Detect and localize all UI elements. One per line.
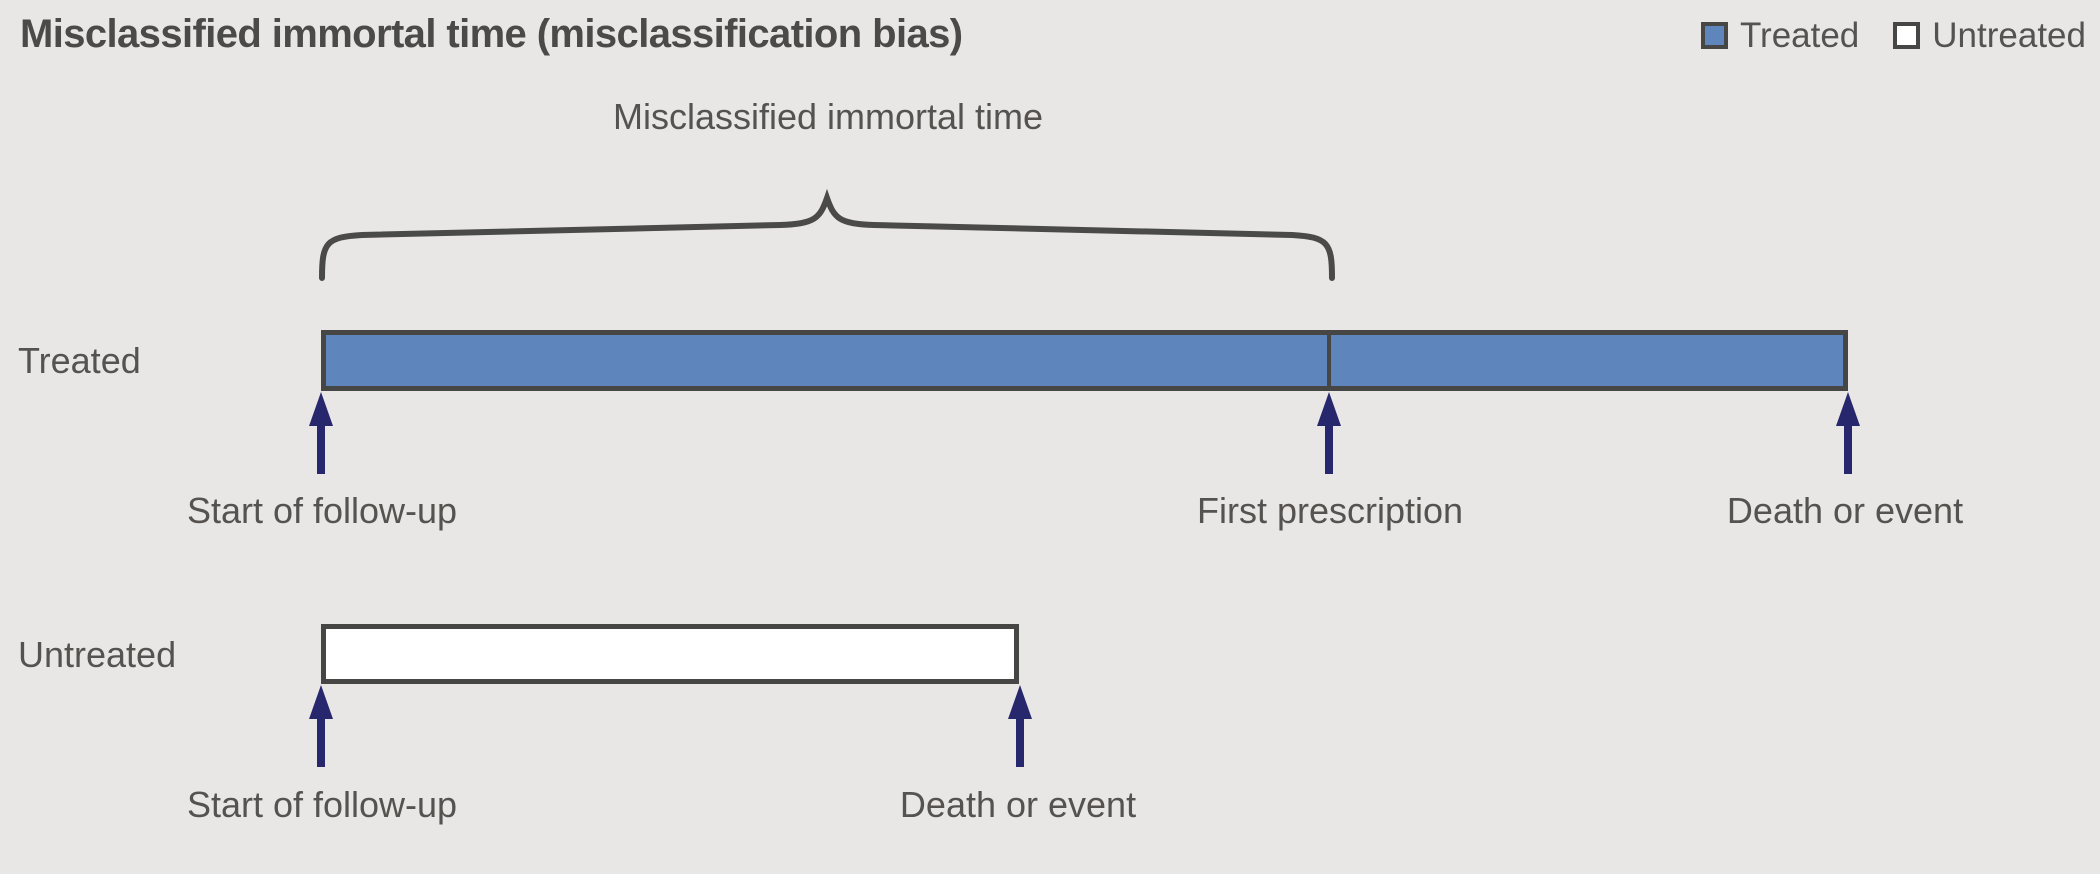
arrow-up-icon-untreated-event [1008,685,1032,767]
brace-caption: Misclassified immortal time [612,96,1044,137]
marker-label-first-prescription: First prescription [1196,490,1464,531]
empty-square-icon [1893,21,1921,49]
first-prescription-divider [1327,334,1331,387]
figure-title: Misclassified immortal time (misclassifi… [20,12,963,56]
row-label-treated: Treated [18,340,141,381]
arrow-up-icon-treated-start [309,392,333,474]
legend: Treated Untreated [1700,14,2086,56]
filled-square-icon [1700,21,1728,49]
legend-item-untreated: Untreated [1893,18,2086,53]
marker-label-treated-start: Start of follow-up [186,490,458,531]
row-label-untreated: Untreated [18,634,177,675]
marker-label-untreated-start: Start of follow-up [186,784,458,825]
arrow-up-icon-untreated-start [309,685,333,767]
legend-item-treated: Treated [1700,15,1860,55]
marker-label-treated-event: Death or event [1726,490,1964,531]
curly-brace-icon [319,188,1335,281]
arrow-up-icon-first-prescription [1317,392,1341,474]
legend-label-treated: Treated [1739,15,1860,55]
bar-untreated [321,624,1019,684]
legend-label-untreated: Untreated [1932,15,2086,55]
bar-treated [321,330,1848,391]
marker-label-untreated-event: Death or event [899,784,1137,825]
arrow-up-icon-treated-event [1836,392,1860,474]
